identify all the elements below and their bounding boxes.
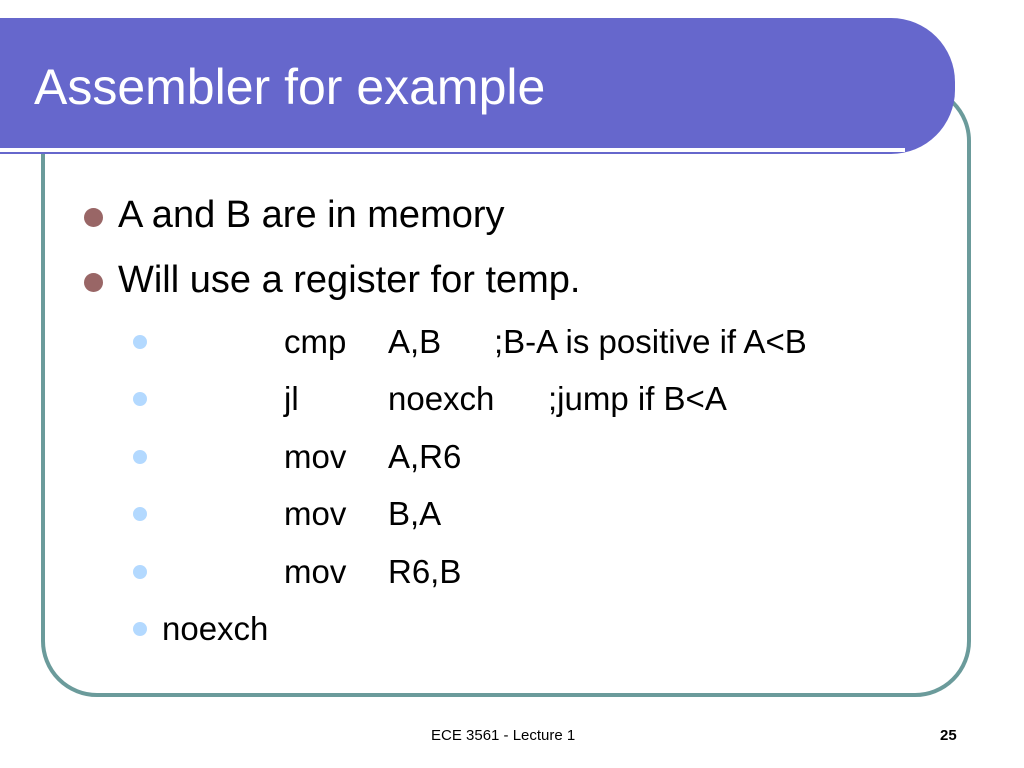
code-op: cmp <box>284 323 347 360</box>
title-underline <box>0 148 905 152</box>
bullet-dot <box>84 273 103 292</box>
code-op: jl <box>284 380 299 417</box>
content-frame <box>41 85 971 697</box>
sub-bullet-dot <box>133 450 147 464</box>
code-op: mov <box>284 495 347 532</box>
bullet-dot <box>84 208 103 227</box>
page-number: 25 <box>940 727 957 744</box>
sub-bullet-dot <box>133 335 147 349</box>
code-comment: ;jump if B<A <box>548 380 727 417</box>
sub-bullet-dot <box>133 565 147 579</box>
bullet-text: Will use a register for temp. <box>118 259 581 301</box>
slide-title: Assembler for example <box>34 59 546 115</box>
footer-course: ECE 3561 - Lecture 1 <box>431 727 576 744</box>
code-args: R6,B <box>388 553 462 590</box>
code-op: mov <box>284 553 347 590</box>
code-comment: ;B-A is positive if A<B <box>494 323 807 360</box>
sub-bullet-dot <box>133 622 147 636</box>
label-line: noexch <box>162 610 269 647</box>
code-op: mov <box>284 438 347 475</box>
code-args: A,B <box>388 323 442 360</box>
sub-bullet-dot <box>133 392 147 406</box>
bullet-text: A and B are in memory <box>118 194 505 236</box>
code-args: noexch <box>388 380 495 417</box>
code-args: B,A <box>388 495 442 532</box>
title-bar: Assembler for example <box>0 18 955 154</box>
code-args: A,R6 <box>388 438 462 475</box>
sub-bullet-dot <box>133 507 147 521</box>
